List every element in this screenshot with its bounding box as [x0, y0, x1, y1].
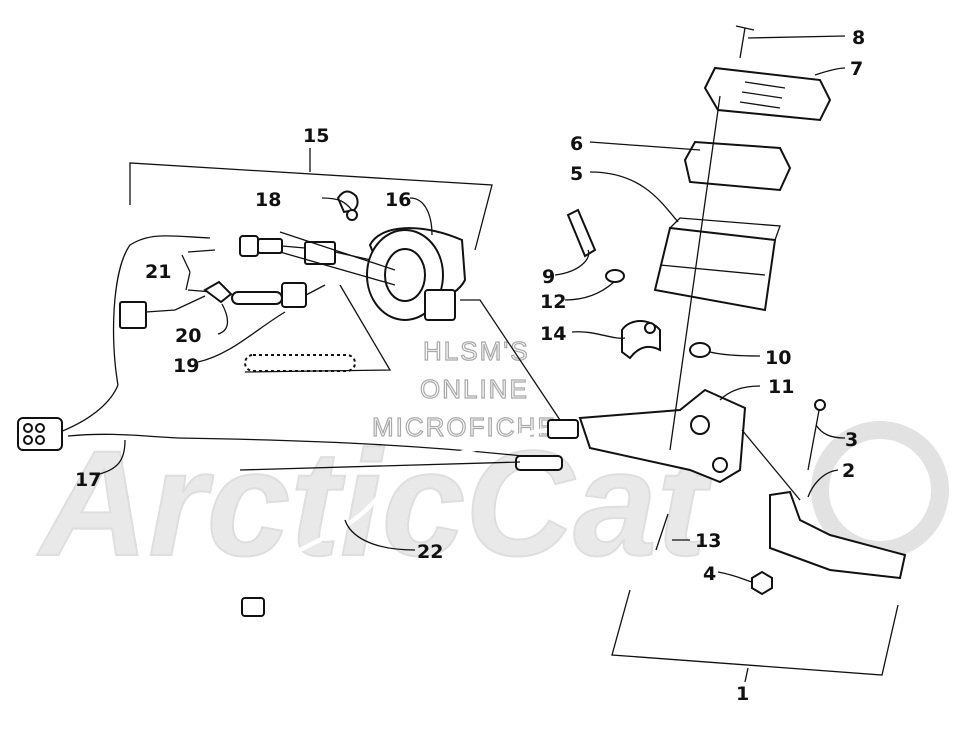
connector-plug: [17, 417, 63, 451]
callouts: 8 7 6 5 15 18 16 9 12 14 10 11 3 2 13 4 …: [75, 27, 865, 705]
callout-19: 19: [173, 355, 199, 377]
watermark-line-2: ONLINE: [420, 374, 529, 404]
leader-lines: [94, 35, 846, 583]
part-3-bolt: [807, 399, 826, 471]
part-12-washer: [605, 269, 625, 283]
callout-15: 15: [303, 125, 329, 147]
part-5-reservoir: [653, 217, 781, 312]
watermark-line-3: MICROFICHE: [372, 412, 557, 442]
callout-17: 17: [75, 469, 101, 491]
callout-12: 12: [540, 291, 566, 313]
part-17-harness: [17, 235, 561, 461]
part-11-master-cylinder: [460, 299, 747, 484]
callout-10: 10: [765, 347, 791, 369]
callout-22: 22: [417, 541, 443, 563]
callout-11: 11: [768, 376, 794, 398]
part-6-gasket: [683, 140, 792, 192]
part-8-screw: [735, 25, 755, 59]
callout-16: 16: [385, 189, 411, 211]
watermark-wheel-icon: [811, 421, 949, 559]
part-18-bulb: [336, 190, 359, 221]
callout-5: 5: [570, 163, 583, 185]
callout-3: 3: [845, 429, 858, 451]
part-10-oring: [689, 342, 711, 358]
callout-1: 1: [736, 683, 749, 705]
callout-7: 7: [850, 58, 863, 80]
callout-14: 14: [540, 323, 566, 345]
part-19-connector: [231, 282, 356, 372]
part-22-brake-hose: [239, 419, 579, 617]
part-4-nut: [751, 570, 773, 596]
callout-21: 21: [145, 261, 171, 283]
part-14-clamp: [621, 320, 661, 360]
callout-9: 9: [542, 266, 555, 288]
part-socket-wires: [239, 235, 381, 265]
watermark-line-1: HLSM'S: [423, 336, 530, 366]
callout-8: 8: [852, 27, 865, 49]
part-9-screw: [566, 208, 597, 258]
part-20-clip: [119, 280, 233, 329]
part-7-cover: [703, 66, 832, 122]
callout-13: 13: [695, 530, 721, 552]
callout-4: 4: [703, 563, 716, 585]
group-bracket-1: [611, 589, 899, 683]
part-13-screw: [655, 513, 669, 551]
callout-18: 18: [255, 189, 281, 211]
part-16-headlight-housing: [244, 227, 467, 373]
callout-6: 6: [570, 133, 583, 155]
group-bracket-15: [129, 148, 493, 251]
callout-2: 2: [842, 460, 855, 482]
part-2-lever: [741, 429, 907, 580]
callout-20: 20: [175, 325, 201, 347]
